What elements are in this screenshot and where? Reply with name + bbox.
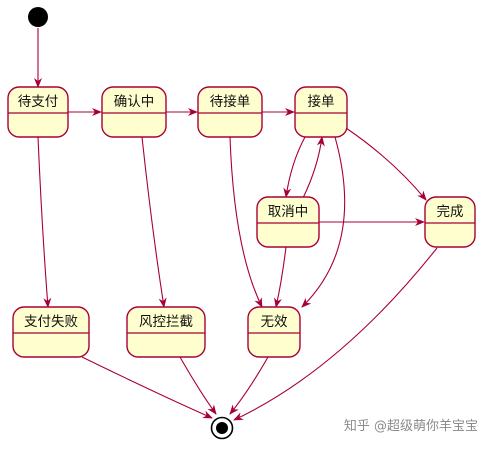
transition-accepted-to-cancelling [283,136,306,198]
final-state [210,416,234,440]
transition-cancelling-to-invalid [274,246,287,308]
transition-cancelling-to-accepted [302,136,325,199]
state-label: 风控拦截 [139,314,193,330]
transition-risk-blocked-to-end [179,356,217,415]
state-accepted: 接单 [294,86,348,138]
state-label: 待支付 [18,94,59,110]
state-completed: 完成 [424,196,476,248]
state-label: 取消中 [268,204,309,220]
transition-pending-payment-to-payment-failed [37,136,52,308]
transition-accepted-to-completed [345,127,427,201]
transitions [34,28,438,421]
transition-accepted-to-invalid [301,136,346,308]
transition-completed-to-end [233,247,438,421]
state-label: 完成 [437,204,464,220]
watermark: 知乎 @超级萌你羊宝宝 [344,418,478,434]
state-label: 无效 [261,314,288,330]
state-label: 支付失败 [24,314,78,330]
initial-state [28,7,48,27]
transition-invalid-to-end [229,356,269,415]
state-payment-failed: 支付失败 [12,306,90,358]
state-confirming: 确认中 [101,86,167,138]
state-pending-payment: 待支付 [7,86,69,138]
state-label: 接单 [308,93,335,110]
state-label: 待接单 [210,93,251,110]
state-awaiting-acceptance: 待接单 [197,86,263,138]
transition-payment-failed-to-end [81,356,213,419]
transition-awaiting-acceptance-to-invalid [229,136,263,308]
state-risk-blocked: 风控拦截 [126,306,206,358]
state-cancelling: 取消中 [256,196,320,248]
transition-confirming-to-risk-blocked [141,136,167,308]
state-invalid: 无效 [247,306,301,358]
state-label: 确认中 [114,94,155,110]
